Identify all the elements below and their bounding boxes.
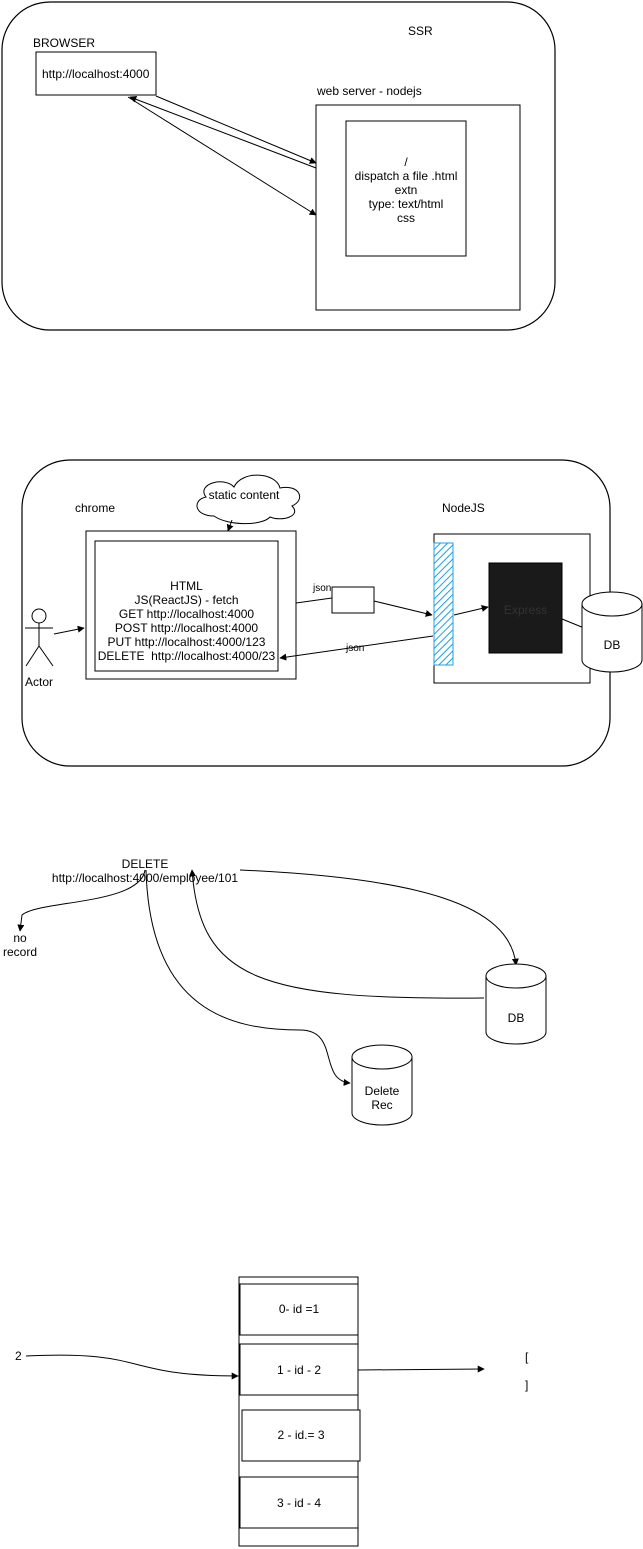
- panel-to-express-arrow: [453, 605, 489, 616]
- input-arrow: [25, 1354, 239, 1380]
- array-cell-2: 2 - id.= 3: [277, 1428, 325, 1442]
- browser-label: BROWSER: [33, 36, 96, 50]
- json-in-label: json: [346, 643, 365, 654]
- web-server-inner-box: [345, 120, 467, 257]
- ssr-container: [1, 1, 556, 331]
- static-content-cloud-icon: [196, 474, 301, 525]
- db-cylinder-icon: [581, 591, 643, 673]
- json-out-arrow: [373, 600, 433, 617]
- json-out-line: [295, 597, 333, 604]
- ssr-request-arrow-2: [127, 96, 317, 216]
- server-line-dispatch: dispatch a file .html: [354, 169, 458, 183]
- browser-box: [35, 51, 157, 96]
- html-line-delete: DELETE http://localhost:4000/23: [97, 649, 276, 663]
- ssr-response-arrow: [129, 95, 317, 169]
- delete-method: DELETE: [121, 857, 169, 871]
- nodejs-hatched-panel: [433, 542, 454, 666]
- output-bracket-close: ]: [525, 1378, 529, 1392]
- web-server-outer-box: [315, 104, 521, 311]
- array-cell-3-box: [239, 1476, 359, 1529]
- chrome-inner-box: [94, 540, 279, 672]
- delete-rec-cylinder-icon: [351, 1044, 413, 1126]
- delete-to-db-arrow: [239, 869, 519, 966]
- array-cell-2-box: [241, 1409, 361, 1462]
- json-message-box: [331, 586, 375, 614]
- no-record-label: no record: [0, 931, 40, 959]
- ssr-title: SSR: [408, 24, 433, 38]
- db-response-arrow: [188, 869, 485, 999]
- chrome-label: chrome: [75, 501, 116, 515]
- delete-request: DELETE http://localhost:4000/employee/10…: [40, 857, 250, 885]
- server-line-css: css: [397, 211, 415, 225]
- no-record-line-2: record: [2, 945, 37, 959]
- html-content: HTML JS(ReactJS) - fetch GET http://loca…: [95, 579, 278, 663]
- delete-rec-line-1: Delete: [364, 1084, 400, 1098]
- no-record-line-1: no: [13, 931, 27, 945]
- html-line-get: GET http://localhost:4000: [118, 607, 255, 621]
- html-line-html: HTML: [170, 579, 203, 593]
- delete-rec-label: Delete Rec: [352, 1084, 412, 1112]
- web-server-content: / dispatch a file .html extn type: text/…: [346, 155, 466, 225]
- html-line-post: POST http://localhost:4000: [114, 621, 259, 635]
- server-line-root: /: [404, 155, 408, 169]
- html-line-put: PUT http://localhost:4000/123: [107, 635, 266, 649]
- delete-url: http://localhost:4000/employee/101: [51, 871, 239, 885]
- input-value-label: 2: [15, 1349, 22, 1363]
- html-line-js: JS(ReactJS) - fetch: [134, 593, 239, 607]
- output-bracket-open: [: [525, 1350, 529, 1364]
- web-server-label: web server - nodejs: [317, 84, 422, 98]
- db-label: DB: [603, 638, 621, 652]
- actor-icon: [25, 608, 54, 667]
- express-box: [488, 562, 563, 654]
- chrome-outer-box: [85, 530, 297, 680]
- actor-label: Actor: [24, 675, 53, 689]
- array-cell-1-box: [239, 1343, 359, 1396]
- delete-rec-line-2: Rec: [371, 1098, 393, 1112]
- delete-to-rec-arrow: [145, 869, 351, 1086]
- json-out-label: json: [313, 583, 332, 594]
- ssr-request-arrow-1: [155, 95, 317, 164]
- array-cell-1: 1 - id - 2: [276, 1363, 321, 1377]
- server-line-type: type: text/html: [368, 197, 444, 211]
- browser-url: http://localhost:4000: [42, 67, 150, 81]
- db2-label: DB: [507, 1011, 525, 1025]
- express-label: Express: [503, 603, 548, 617]
- array-cell-3: 3 - id - 4: [276, 1496, 321, 1510]
- db2-cylinder-icon: [485, 963, 547, 1045]
- array-cell-0: 0- id =1: [278, 1302, 320, 1316]
- actor-arrow: [53, 625, 85, 635]
- output-arrow: [357, 1365, 485, 1373]
- delete-to-no-record-arrow: [17, 869, 146, 932]
- array-cell-0-box: [239, 1283, 359, 1336]
- static-content-label: static content: [208, 488, 280, 502]
- nodejs-label: NodeJS: [442, 501, 485, 515]
- server-line-extn: extn: [394, 183, 418, 197]
- cloud-arrow: [226, 519, 234, 532]
- json-in-arrow: [279, 635, 434, 661]
